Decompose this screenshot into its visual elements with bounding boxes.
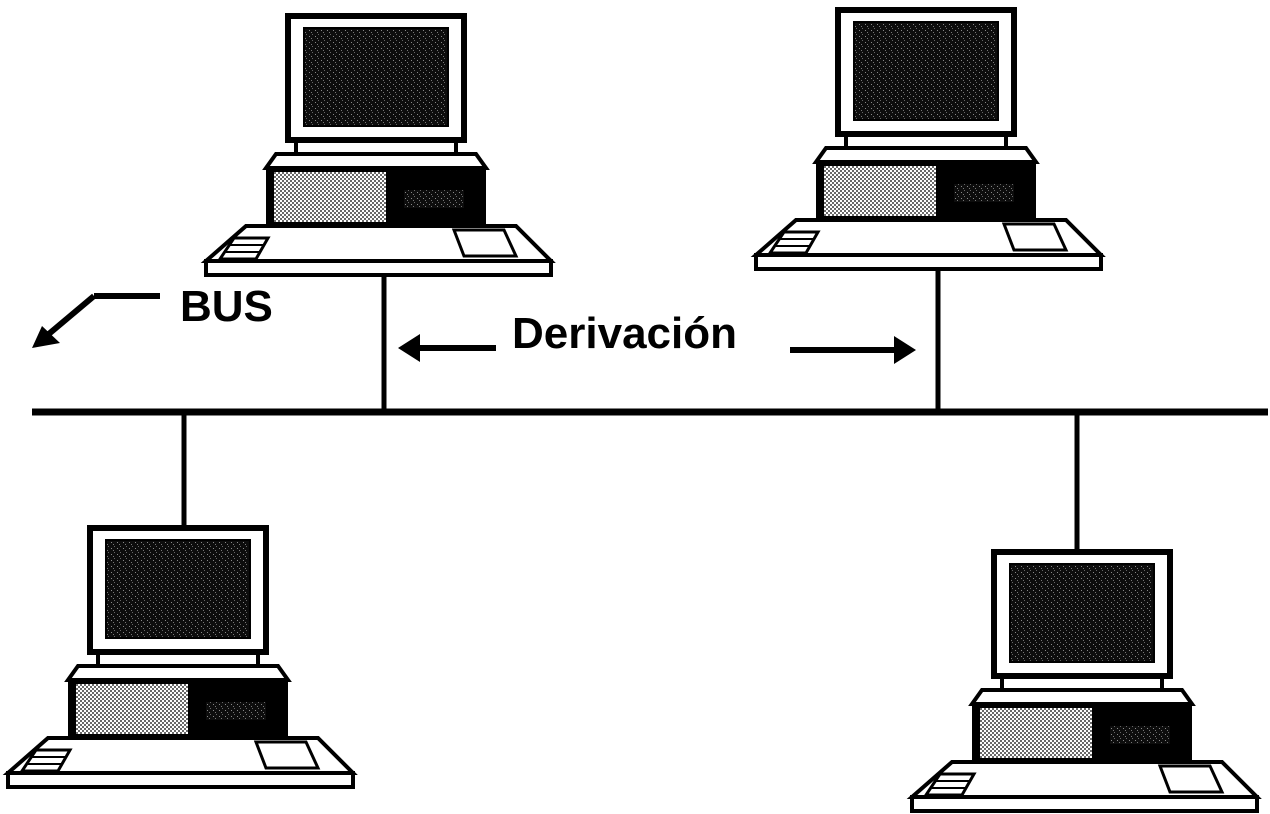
bus-arrow (32, 293, 160, 348)
derivation-arrow-right (790, 336, 916, 364)
derivation-label: Derivación (512, 309, 737, 358)
derivation-arrow-left (398, 334, 496, 362)
bus-label: BUS (180, 282, 273, 331)
computer-bottom-right (912, 552, 1257, 811)
computer-bottom-left (8, 528, 353, 787)
computer-top-right (756, 10, 1101, 269)
computer-top-left (206, 16, 551, 275)
